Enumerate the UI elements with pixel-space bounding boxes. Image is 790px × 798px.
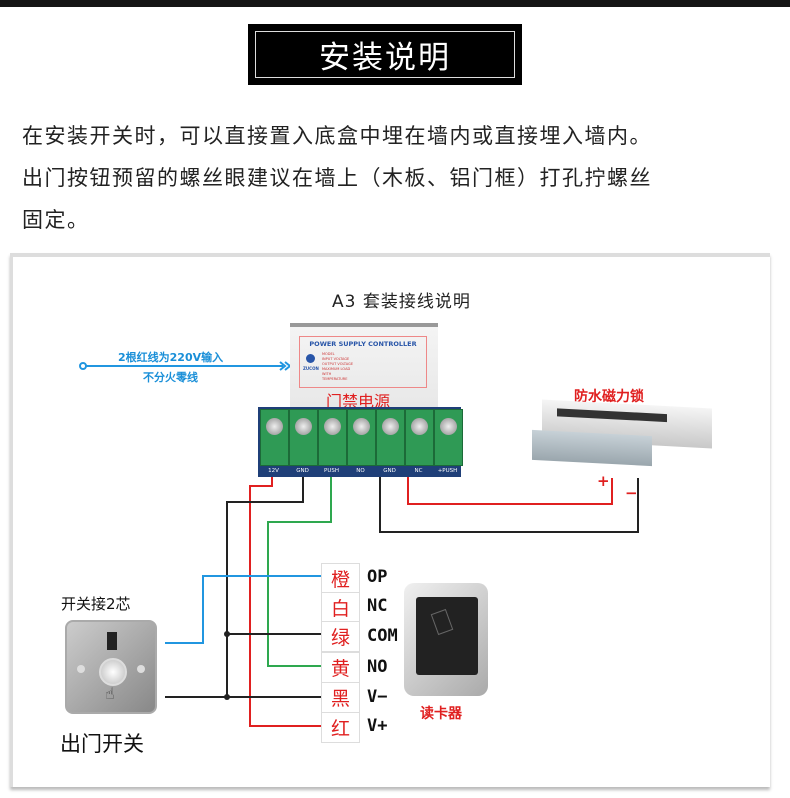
wire-switch-op-blue	[165, 575, 321, 644]
wire-signal-label: COM	[367, 626, 398, 646]
card-icon	[430, 608, 454, 636]
psc-brand: ZUCON	[303, 366, 319, 371]
instruction-line: 固定。	[22, 208, 90, 232]
terminal-label: GND	[383, 468, 396, 474]
terminal-nc	[405, 409, 434, 466]
terminal-12v	[260, 409, 289, 466]
terminal-gnd-2	[376, 409, 405, 466]
screw-icon	[266, 418, 283, 435]
spec-line: TEMPERATURE	[322, 377, 348, 381]
wire-signal-label: NC	[367, 596, 388, 616]
lock-plus-label: +	[597, 472, 610, 490]
card-reader-image	[404, 583, 488, 696]
magnetic-lock-label: 防水磁力锁	[574, 389, 644, 405]
wire-color-cell: 白	[321, 592, 360, 623]
screw-icon	[440, 418, 457, 435]
wire-gnd-black	[226, 477, 304, 696]
spec-line: WITH	[322, 372, 332, 376]
wire-signal-label: V+	[367, 716, 388, 736]
screw-icon	[411, 418, 428, 435]
brand-logo-icon	[306, 354, 315, 363]
hand-icon: ☝	[105, 684, 115, 703]
power-supply-label: 门禁电源	[326, 392, 391, 411]
wire-12v-red	[249, 477, 321, 727]
reader-face	[416, 597, 478, 675]
terminal-label: +PUSH	[437, 468, 458, 474]
push-button-icon	[99, 658, 127, 686]
wire-color-cell: 绿	[321, 621, 360, 652]
wire-color-cell: 红	[321, 712, 360, 743]
junction-dot	[224, 694, 230, 700]
screw-icon	[295, 418, 312, 435]
terminal-label: PUSH	[324, 468, 339, 474]
instruction-line: 在安装开关时，可以直接置入底盒中埋在墙内或直接埋入墙内。	[22, 124, 652, 148]
terminal-block: 12V GND PUSH NO GND NC +PUSH	[258, 407, 463, 477]
door-icon	[107, 632, 117, 650]
armature-plate-image	[532, 429, 652, 467]
terminal-gnd	[289, 409, 318, 466]
spec-line: MODEL	[322, 352, 335, 356]
screw-icon	[353, 418, 370, 435]
screw-icon	[382, 418, 399, 435]
lock-minus-label: −	[625, 484, 638, 502]
screw-icon	[137, 665, 145, 673]
card-reader-label: 读卡器	[420, 706, 462, 722]
wire-signal-label: V−	[367, 687, 388, 707]
screw-icon	[77, 665, 85, 673]
spec-line: MAXIMUM LOAD	[322, 367, 351, 371]
spec-line: INPUT VOLTAGE	[322, 357, 350, 361]
power-input-note: 2根红线为220V输入	[118, 351, 224, 364]
psc-title: POWER SUPPLY CONTROLLER	[309, 340, 417, 348]
exit-button-image: ☝	[65, 620, 157, 714]
terminal-plus-push	[434, 409, 463, 466]
power-input-note-2: 不分火零线	[143, 371, 198, 384]
terminal-label: NO	[356, 468, 365, 474]
wire-color-cell: 黑	[321, 682, 360, 713]
wire-signal-label: OP	[367, 567, 388, 587]
terminal-push	[318, 409, 347, 466]
wire-signal-label: NO	[367, 657, 388, 677]
instructions-text: 在安装开关时，可以直接置入底盒中埋在墙内或直接埋入墙内。 出门按钮预留的螺丝眼建…	[22, 115, 782, 241]
terminal-label: GND	[296, 468, 309, 474]
junction-dot	[224, 631, 230, 637]
psc-label-panel: POWER SUPPLY CONTROLLER ZUCON MODEL INPU…	[299, 336, 427, 388]
power-supply-controller: POWER SUPPLY CONTROLLER ZUCON MODEL INPU…	[290, 323, 438, 413]
wire-push-green	[267, 477, 332, 667]
diagram-title: A3 套装接线说明	[332, 292, 471, 312]
spec-line: OUTPUT VOLTAGE	[322, 362, 354, 366]
switch-caption: 开关接2芯	[61, 595, 131, 613]
terminal-label: NC	[414, 468, 423, 474]
wire-nc-lock-red	[407, 477, 613, 505]
wire-color-cell: 黄	[321, 652, 360, 683]
terminal-label: 12V	[268, 468, 279, 474]
section-title: 安装说明	[248, 24, 522, 85]
exit-switch-label: 出门开关	[60, 732, 144, 756]
lock-magnet-bar	[557, 408, 667, 423]
wire-color-cell: 橙	[321, 563, 360, 594]
instruction-line: 出门按钮预留的螺丝眼建议在墙上（木板、铝门框）打孔拧螺丝	[22, 166, 652, 190]
terminal-no	[347, 409, 376, 466]
section-title-text: 安装说明	[255, 31, 515, 78]
wire-gnd-lock-black	[379, 477, 639, 533]
top-bar	[0, 0, 790, 7]
screw-icon	[324, 418, 341, 435]
psc-specs: MODEL INPUT VOLTAGE OUTPUT VOLTAGE MAXIM…	[322, 352, 353, 382]
